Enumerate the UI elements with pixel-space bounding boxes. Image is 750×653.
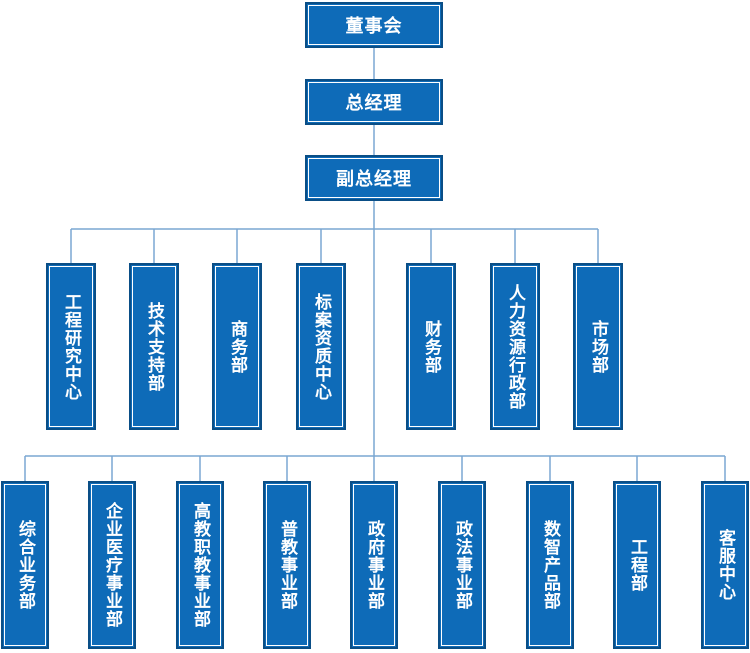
- node-board: 董事会: [305, 2, 443, 48]
- node-integrated-business: 综合业务部: [1, 481, 49, 649]
- node-government: 政府事业部: [350, 481, 398, 649]
- node-technical-support: 技术支持部: [129, 263, 179, 430]
- node-digital-products: 数智产品部: [526, 481, 574, 649]
- node-finance: 财务部: [406, 263, 456, 430]
- node-engineering-research-center: 工程研究中心: [46, 263, 96, 430]
- node-deputy-general-manager: 副总经理: [305, 155, 443, 201]
- node-political-legal: 政法事业部: [438, 481, 486, 649]
- node-customer-service-center: 客服中心: [701, 481, 749, 649]
- node-marketing: 市场部: [573, 263, 623, 430]
- node-enterprise-medical: 企业医疗事业部: [88, 481, 136, 649]
- node-bid-qualification-center: 标案资质中心: [296, 263, 346, 430]
- node-higher-vocational-education: 高教职教事业部: [176, 481, 224, 649]
- node-engineering-department: 工程部: [613, 481, 661, 649]
- node-general-education: 普教事业部: [263, 481, 311, 649]
- node-general-manager: 总经理: [305, 79, 443, 125]
- node-business: 商务部: [212, 263, 262, 430]
- node-hr-admin: 人力资源行政部: [490, 263, 540, 430]
